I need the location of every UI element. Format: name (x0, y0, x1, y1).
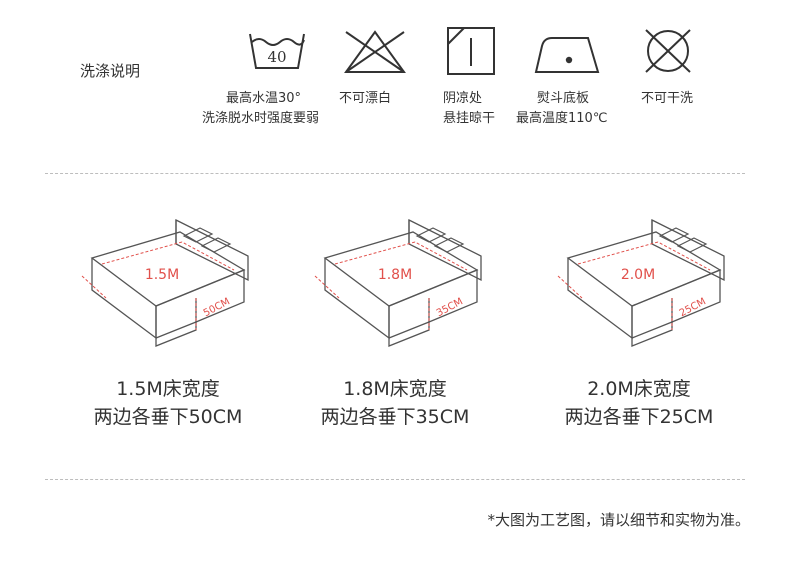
care-label-iron-1: 熨斗底板 (537, 91, 590, 106)
wash-40-icon: 40 (249, 33, 305, 69)
bed-diagram-1: 1.5M 50CM (81, 218, 249, 347)
bed-width-label-3: 2.0M (621, 267, 655, 283)
bed-caption-2: 1.8M床宽度 两边各垂下35CM (285, 375, 505, 431)
bed-diagram-2: 1.8M 35CM (314, 218, 482, 347)
care-title: 洗涤说明 (80, 62, 141, 80)
bed-drop-label-1: 50CM (202, 296, 232, 319)
wash-temp: 40 (267, 48, 286, 66)
care-label-iron-2: 最高温度110℃ (516, 111, 608, 126)
no-bleach-icon (344, 30, 406, 73)
disclaimer-note: *大图为工艺图，请以细节和实物为准。 (487, 511, 750, 529)
care-label-dry-2: 悬挂晾干 (443, 111, 496, 126)
bed-drop-label-2: 35CM (435, 296, 465, 319)
no-dry-clean-icon (645, 29, 691, 73)
divider-bottom (45, 479, 745, 480)
bed-width-label-1: 1.5M (145, 267, 179, 283)
bed-caption-3-line2: 两边各垂下25CM (564, 406, 714, 428)
divider-top (45, 173, 745, 174)
care-label-bleach: 不可漂白 (339, 91, 392, 106)
dry-in-shade-icon (447, 27, 495, 75)
care-label-wash-2: 洗涤脱水时强度要弱 (202, 111, 320, 126)
iron-low-icon (534, 37, 600, 73)
bed-drop-label-3: 25CM (678, 296, 708, 319)
bed-caption-2-line2: 两边各垂下35CM (320, 406, 470, 428)
bed-caption-1-line1: 1.5M床宽度 (116, 378, 220, 400)
bed-caption-3: 2.0M床宽度 两边各垂下25CM (529, 375, 749, 431)
bed-caption-3-line1: 2.0M床宽度 (587, 378, 691, 400)
bed-caption-2-line1: 1.8M床宽度 (343, 378, 447, 400)
bed-caption-1-line2: 两边各垂下50CM (93, 406, 243, 428)
bed-width-label-2: 1.8M (378, 267, 412, 283)
bed-caption-1: 1.5M床宽度 两边各垂下50CM (58, 375, 278, 431)
bed-diagram-3: 2.0M 25CM (557, 218, 725, 347)
care-label-wash-1: 最高水温30° (226, 91, 302, 106)
care-label-dry-1: 阴凉处 (443, 91, 483, 106)
care-label-dryclean: 不可干洗 (641, 91, 694, 106)
